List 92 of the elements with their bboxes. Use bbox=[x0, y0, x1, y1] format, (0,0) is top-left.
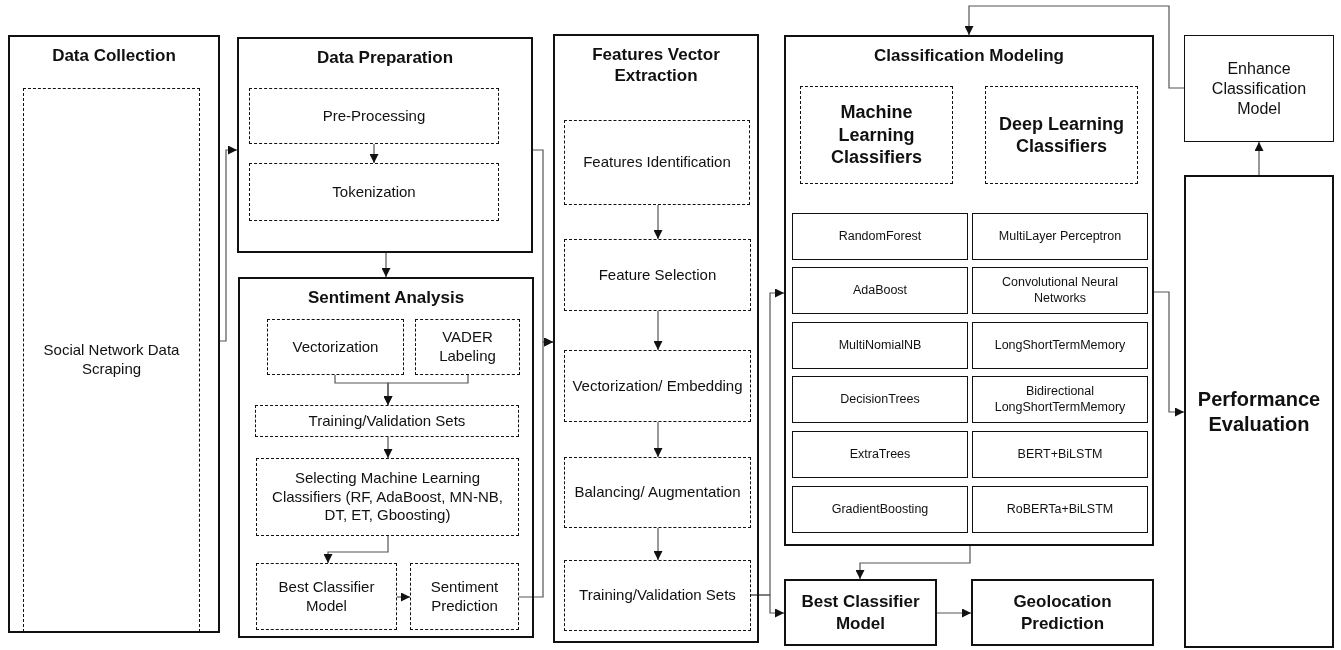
classifier-label: MultiLayer Perceptron bbox=[998, 228, 1122, 245]
classifier-label: Convolutional Neural Networks bbox=[1000, 274, 1119, 307]
process-box bbox=[1184, 35, 1334, 142]
connector-arrow bbox=[1153, 291, 1185, 417]
classifier-label: GradientBoosting bbox=[831, 501, 929, 518]
connector-arrow bbox=[936, 608, 972, 618]
step-box bbox=[256, 563, 397, 630]
step-label: Tokenization bbox=[332, 182, 416, 202]
classifier-box bbox=[792, 486, 968, 533]
connector-arrow bbox=[1254, 141, 1264, 176]
classifier-box bbox=[792, 322, 968, 369]
classifier-box bbox=[972, 213, 1148, 260]
classifier-box bbox=[972, 431, 1148, 478]
classifier-label: ExtraTrees bbox=[849, 446, 911, 463]
stage-heading: Data Preparation bbox=[316, 47, 453, 69]
step-label: Selecting Machine Learning Classifiers (RF, AdaBoost, MN-NB, DT, ET, Gboosting) bbox=[271, 468, 504, 526]
result-box bbox=[784, 579, 937, 646]
stage-heading: Sentiment Analysis bbox=[307, 287, 465, 309]
connector-arrow bbox=[383, 374, 469, 406]
stage-box bbox=[8, 35, 220, 633]
step-label: Feature Selection bbox=[598, 265, 717, 285]
step-box bbox=[564, 457, 751, 528]
step-label: Pre-Processing bbox=[322, 106, 426, 126]
connector-arrow bbox=[396, 592, 411, 602]
step-box bbox=[267, 319, 404, 375]
result-label: Geolocation Prediction bbox=[1012, 591, 1113, 634]
step-label: VADER Labeling bbox=[438, 328, 497, 366]
classifier-box bbox=[792, 431, 968, 478]
step-label: Vectorization bbox=[292, 337, 379, 357]
step-box bbox=[249, 88, 499, 144]
step-box bbox=[564, 560, 751, 631]
classifier-box bbox=[972, 376, 1148, 423]
step-box bbox=[23, 88, 200, 632]
connector-arrow bbox=[381, 252, 391, 278]
step-label: Best Classifier Model bbox=[277, 577, 376, 616]
step-label: Social Network Data Scraping bbox=[42, 341, 181, 379]
stage-heading: Classification Modeling bbox=[874, 45, 1064, 67]
classifier-box bbox=[792, 376, 968, 423]
step-box bbox=[249, 163, 499, 221]
step-box bbox=[564, 350, 751, 422]
connector-arrow bbox=[518, 337, 554, 598]
classifier-box bbox=[792, 267, 968, 314]
classifier-label: LongShortTermMemory bbox=[994, 337, 1126, 354]
step-box bbox=[255, 405, 519, 437]
step-box bbox=[415, 319, 520, 375]
category-box bbox=[800, 86, 953, 184]
step-label: Training/Validation Sets bbox=[308, 411, 466, 431]
stage-heading: Data Collection bbox=[52, 45, 176, 67]
stage-box bbox=[553, 34, 759, 643]
connector-arrow bbox=[855, 545, 971, 580]
stage-heading: Features Vector Extraction bbox=[591, 44, 721, 87]
connector-arrow bbox=[653, 310, 663, 351]
step-label: Training/Validation Sets bbox=[579, 586, 736, 605]
connector-arrow bbox=[383, 436, 393, 459]
category-box bbox=[985, 86, 1138, 184]
classifier-box bbox=[972, 486, 1148, 533]
connector-arrow bbox=[750, 594, 785, 618]
classifier-box bbox=[972, 322, 1148, 369]
category-label: Deep Learning Classifiers bbox=[998, 112, 1125, 158]
classifier-label: BERT+BiLSTM bbox=[1017, 446, 1103, 463]
step-box bbox=[256, 458, 519, 536]
connector-arrow bbox=[653, 527, 663, 561]
classifier-box bbox=[792, 213, 968, 260]
step-label: Features Identification bbox=[583, 153, 731, 172]
classifier-label: AdaBoost bbox=[852, 282, 908, 299]
classifier-box bbox=[972, 267, 1148, 314]
step-box bbox=[410, 563, 519, 630]
connector-arrow bbox=[323, 535, 389, 564]
connector-arrow bbox=[369, 143, 379, 164]
category-label: Machine Learning Classifiers bbox=[829, 101, 924, 169]
connector-arrow bbox=[964, 5, 1185, 89]
stage-box bbox=[238, 277, 534, 638]
stage-box bbox=[237, 37, 533, 253]
connector-arrow bbox=[219, 145, 238, 342]
classifier-label: RandomForest bbox=[838, 228, 922, 245]
classifier-label: RoBERTa+BiLSTM bbox=[1006, 501, 1114, 518]
result-label: Best Classifier Model bbox=[800, 591, 921, 634]
connector-arrow bbox=[653, 421, 663, 458]
stage-box bbox=[784, 35, 1154, 546]
process-label: Enhance Classification Model bbox=[1210, 58, 1308, 119]
process-box bbox=[1184, 175, 1334, 648]
step-label: Sentiment Prediction bbox=[429, 577, 500, 616]
step-box bbox=[564, 120, 750, 205]
step-label: Vectorization/ Embedding bbox=[572, 376, 743, 396]
classifier-label: DecisionTrees bbox=[840, 391, 920, 408]
connector-arrow bbox=[653, 204, 663, 240]
result-box bbox=[971, 579, 1154, 646]
classifier-label: MultiNomialNB bbox=[838, 337, 922, 354]
classifier-label: Bidirectional LongShortTermMemory bbox=[993, 383, 1127, 416]
step-label: Balancing/ Augmentation bbox=[574, 483, 741, 502]
step-box bbox=[564, 239, 751, 311]
process-label: Performance Evaluation bbox=[1196, 386, 1322, 437]
